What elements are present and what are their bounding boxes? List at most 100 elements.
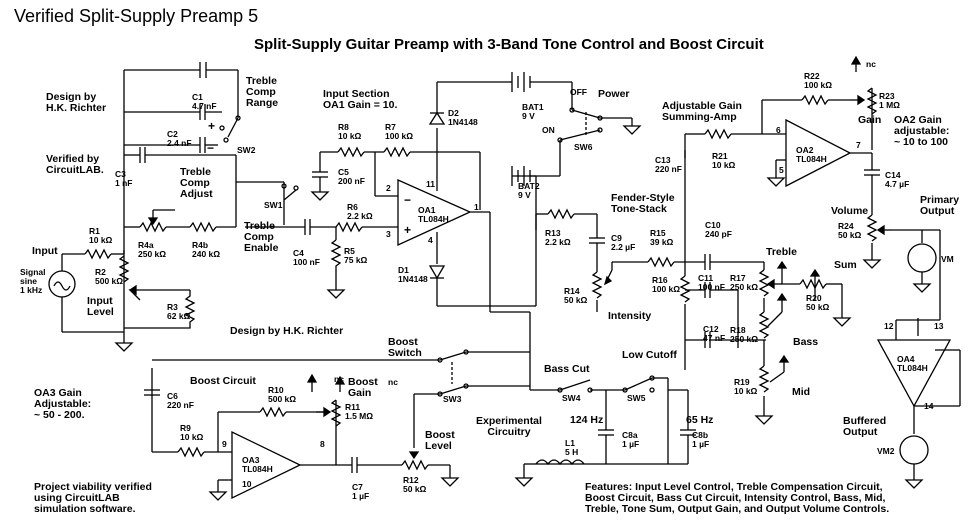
label-C10: C10 240 pF <box>705 220 732 239</box>
treble-comp-adjust-label: Treble Comp Adjust <box>180 166 213 201</box>
resistor-R1 <box>84 248 112 260</box>
treble-comp-enable-label: Treble Comp Enable <box>244 220 279 255</box>
label-R22: R22 100 kΩ <box>804 71 833 90</box>
resistor-R6 <box>335 221 363 233</box>
resistor-R4b <box>189 221 217 233</box>
label-R16: R16 100 kΩ <box>652 275 681 294</box>
label-OA3: OA3 TL084H <box>242 455 273 474</box>
label-OFF: OFF <box>570 87 587 97</box>
resistor-R4a <box>139 221 167 233</box>
label-R15: R15 39 kΩ <box>650 228 674 247</box>
label-R23: R23 1 MΩ <box>879 91 900 110</box>
label-R21: R21 10 kΩ <box>712 151 736 170</box>
pin-oa2-5: 5 <box>779 165 784 175</box>
label-C12: C12 47 nF <box>703 324 726 343</box>
label-R24: R24 50 kΩ <box>838 221 862 240</box>
label-R5: R5 75 kΩ <box>344 246 368 265</box>
label-R19: R19 10 kΩ <box>734 377 758 396</box>
label-ON: ON <box>542 125 555 135</box>
boost-switch-label: Boost Switch <box>388 336 422 360</box>
boost-level-label: Boost Level <box>425 429 455 453</box>
pin-oa3-9: 9 <box>222 439 227 449</box>
treble-comp-range-label: Treble Comp Range <box>246 75 279 110</box>
resistor-R13 <box>547 208 575 220</box>
label-R1: R1 10 kΩ <box>89 226 113 245</box>
label-R6: R6 2.2 kΩ <box>347 202 373 221</box>
nc-r11: nc <box>334 374 344 384</box>
boost-circuit-label: Boost Circuit <box>190 375 256 387</box>
bass-label: Bass <box>793 336 819 348</box>
experimental-note: Experimental Circuitry <box>476 415 542 439</box>
label-R18: R18 250 kΩ <box>730 325 759 344</box>
power-label: Power <box>598 88 630 100</box>
label-C11: C11 100 nF <box>698 273 725 292</box>
pin-oa4-14: 14 <box>924 401 934 411</box>
pin-oa2-6: 6 <box>776 125 781 135</box>
label-SW5: SW5 <box>627 393 646 403</box>
label-R10: R10 500 kΩ <box>268 385 297 404</box>
label-OA2: OA2 TL084H <box>796 145 827 164</box>
oa1-plus: + <box>404 223 412 237</box>
resistor-R22 <box>801 94 829 106</box>
pin-oa1-1: 1 <box>474 202 479 212</box>
resistor-R9 <box>177 446 205 458</box>
label-C4: C4 100 nF <box>293 248 320 267</box>
label-C5: C5 200 nF <box>338 167 365 186</box>
pin-oa1-11: 11 <box>426 179 435 189</box>
label-BAT1: BAT1 9 V <box>522 102 544 121</box>
design-by-mid-note: Design by H.K. Richter <box>230 325 344 337</box>
resistor-R2 <box>118 255 130 283</box>
resistor-R21 <box>704 128 732 140</box>
resistor-R16 <box>679 275 691 303</box>
voltmeter-VM <box>907 243 937 273</box>
volume-label: Volume <box>831 205 869 217</box>
pin-oa4-13: 13 <box>934 321 944 331</box>
label-R3: R3 62 kΩ <box>167 302 191 321</box>
label-C9: C9 2.2 µF <box>611 233 636 252</box>
resistor-R19 <box>758 365 770 393</box>
pin-oa4-12: 12 <box>884 321 894 331</box>
treble-label: Treble <box>766 246 797 258</box>
oa2-gain-note: OA2 Gain adjustable: ~ 10 to 100 <box>894 114 950 149</box>
tone-stack-label: Fender-Style Tone-Stack <box>611 192 675 216</box>
buffered-output-label: Buffered Output <box>843 415 887 439</box>
resistor-R15 <box>647 256 675 268</box>
signal-source <box>48 270 76 298</box>
summing-amp-label: Adjustable Gain Summing-Amp <box>662 100 742 124</box>
label-C6: C6 220 nF <box>167 391 194 410</box>
freq-124-label: 124 Hz <box>570 414 604 426</box>
resistor-R10 <box>259 406 287 418</box>
label-R4a: R4a 250 kΩ <box>138 240 167 259</box>
resistor-R20 <box>799 278 827 290</box>
c1-plus: + <box>208 119 216 133</box>
label-D2: D2 1N4148 <box>448 108 478 127</box>
label-OA4: OA4 TL084H <box>897 354 928 373</box>
verified-by-note: Verified by CircuitLAB. <box>46 153 104 177</box>
boost-gain-label: Boost Gain <box>348 376 378 400</box>
label-SW6: SW6 <box>574 142 593 152</box>
opamp-OA1 <box>397 178 472 247</box>
bass-cut-label: Bass Cut <box>544 363 590 375</box>
label-R12: R12 50 kΩ <box>403 475 427 494</box>
resistor-R8 <box>337 146 365 158</box>
resistor-R3 <box>124 290 196 329</box>
pin-oa1-4: 4 <box>428 235 433 245</box>
resistor-R17 <box>758 269 770 297</box>
pin-oa2-7: 7 <box>856 140 861 150</box>
label-R13: R13 2.2 kΩ <box>545 228 571 247</box>
pin-oa3-8: 8 <box>320 439 325 449</box>
signal-label: Signal sine 1 kHz <box>20 267 46 295</box>
resistor-R18 <box>758 311 770 339</box>
label-BAT2: BAT2 9 V <box>518 181 540 200</box>
label-OA1: OA1 TL084H <box>418 205 449 224</box>
oa3-gain-note: OA3 Gain Adjustable: ~ 50 - 200. <box>34 387 92 422</box>
label-R9: R9 10 kΩ <box>180 423 204 442</box>
input-section-label: Input Section OA1 Gain = 10. <box>323 88 398 112</box>
voltmeter-VM2 <box>899 435 929 465</box>
opamp-OA2 <box>785 118 852 188</box>
label-C1: C1 4.7 nF <box>192 92 217 111</box>
label-SW1: SW1 <box>264 200 283 210</box>
label-C8a: C8a 1 µF <box>622 430 640 449</box>
label-VM2: VM2 <box>877 446 895 456</box>
